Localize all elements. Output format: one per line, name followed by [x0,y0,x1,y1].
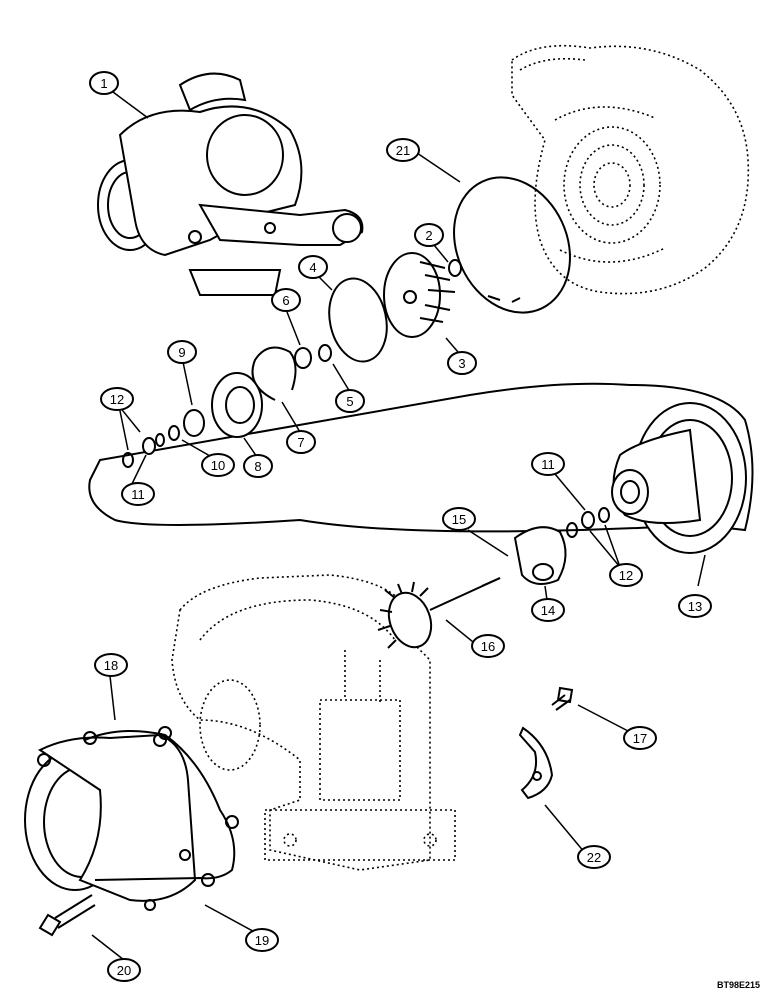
bearing-insert [513,526,567,585]
callout-label: 10 [211,458,225,473]
oil-slinger [318,344,332,362]
callout-label: 2 [425,228,432,243]
lock-nut [448,259,462,277]
callout-3: 3 [447,351,477,375]
center-bearing-housing [611,402,747,554]
callout-label: 4 [309,260,316,275]
clamp-plate [518,726,554,800]
callout-label: 14 [541,603,555,618]
snap-ring [453,176,571,314]
callout-label: 13 [688,599,702,614]
thrust-ring [168,425,180,441]
callout-label: 3 [458,356,465,371]
callout-2: 2 [414,223,444,247]
callout-11-upper: 11 [121,482,155,506]
callout-label: 7 [297,435,304,450]
callout-15: 15 [442,507,476,531]
callout-label: 1 [100,76,107,91]
callout-label: 12 [619,568,633,583]
clamp-bolt [551,686,574,711]
phantom-engine-block [171,574,456,871]
callout-12-lower: 12 [609,563,643,587]
compressor-wheel [383,252,456,338]
retaining-clip-lower [566,507,610,538]
exhaust-elbow [24,733,197,911]
turbine-wheel-shaft [377,577,501,649]
callout-6: 6 [271,288,301,312]
callout-label: 9 [178,345,185,360]
thrust-collar [294,347,312,369]
journal-bearing-upper [142,433,165,455]
callout-12-upper: 12 [100,387,134,411]
callout-19: 19 [245,928,279,952]
callout-13: 13 [678,594,712,618]
journal-bearing-lower [581,511,595,529]
callout-label: 19 [255,933,269,948]
callout-label: 8 [254,459,261,474]
callout-label: 11 [131,487,145,502]
retaining-clip-upper [122,452,134,468]
callout-4: 4 [298,255,328,279]
callout-label: 21 [396,143,410,158]
callout-1: 1 [89,71,119,95]
callout-label: 12 [110,392,124,407]
callout-5: 5 [335,389,365,413]
seal-plate-insert [211,372,263,438]
callout-label: 5 [346,394,353,409]
exhaust-gasket [83,726,239,887]
turbocharger-assembly [97,72,364,296]
callout-label: 22 [587,850,601,865]
callout-label: 6 [282,293,289,308]
callout-label: 20 [117,963,131,978]
callout-17: 17 [623,726,657,750]
callout-8: 8 [243,454,273,478]
callout-label: 18 [104,658,118,673]
callout-label: 17 [633,731,647,746]
callouts: 1 2 3 4 5 6 7 8 9 10 11 11 12 12 13 14 1… [89,71,712,982]
callout-label: 15 [452,512,466,527]
callout-10: 10 [201,453,235,477]
callout-14: 14 [531,598,565,622]
callout-20: 20 [107,958,141,982]
o-ring [328,277,388,363]
callout-21: 21 [386,138,420,162]
callout-22: 22 [577,845,611,869]
callout-label: 11 [541,457,555,472]
callout-11-lower: 11 [531,452,565,476]
reference-code: BT98E215 [717,980,760,990]
thrust-bearing [183,409,205,437]
callout-16: 16 [471,634,505,658]
callout-18: 18 [94,653,128,677]
phantom-turbine-housing [511,44,750,295]
callout-7: 7 [286,430,316,454]
center-housing-outline [88,382,754,533]
cap-screw [38,894,96,937]
callout-label: 16 [481,639,495,654]
callout-9: 9 [167,340,197,364]
